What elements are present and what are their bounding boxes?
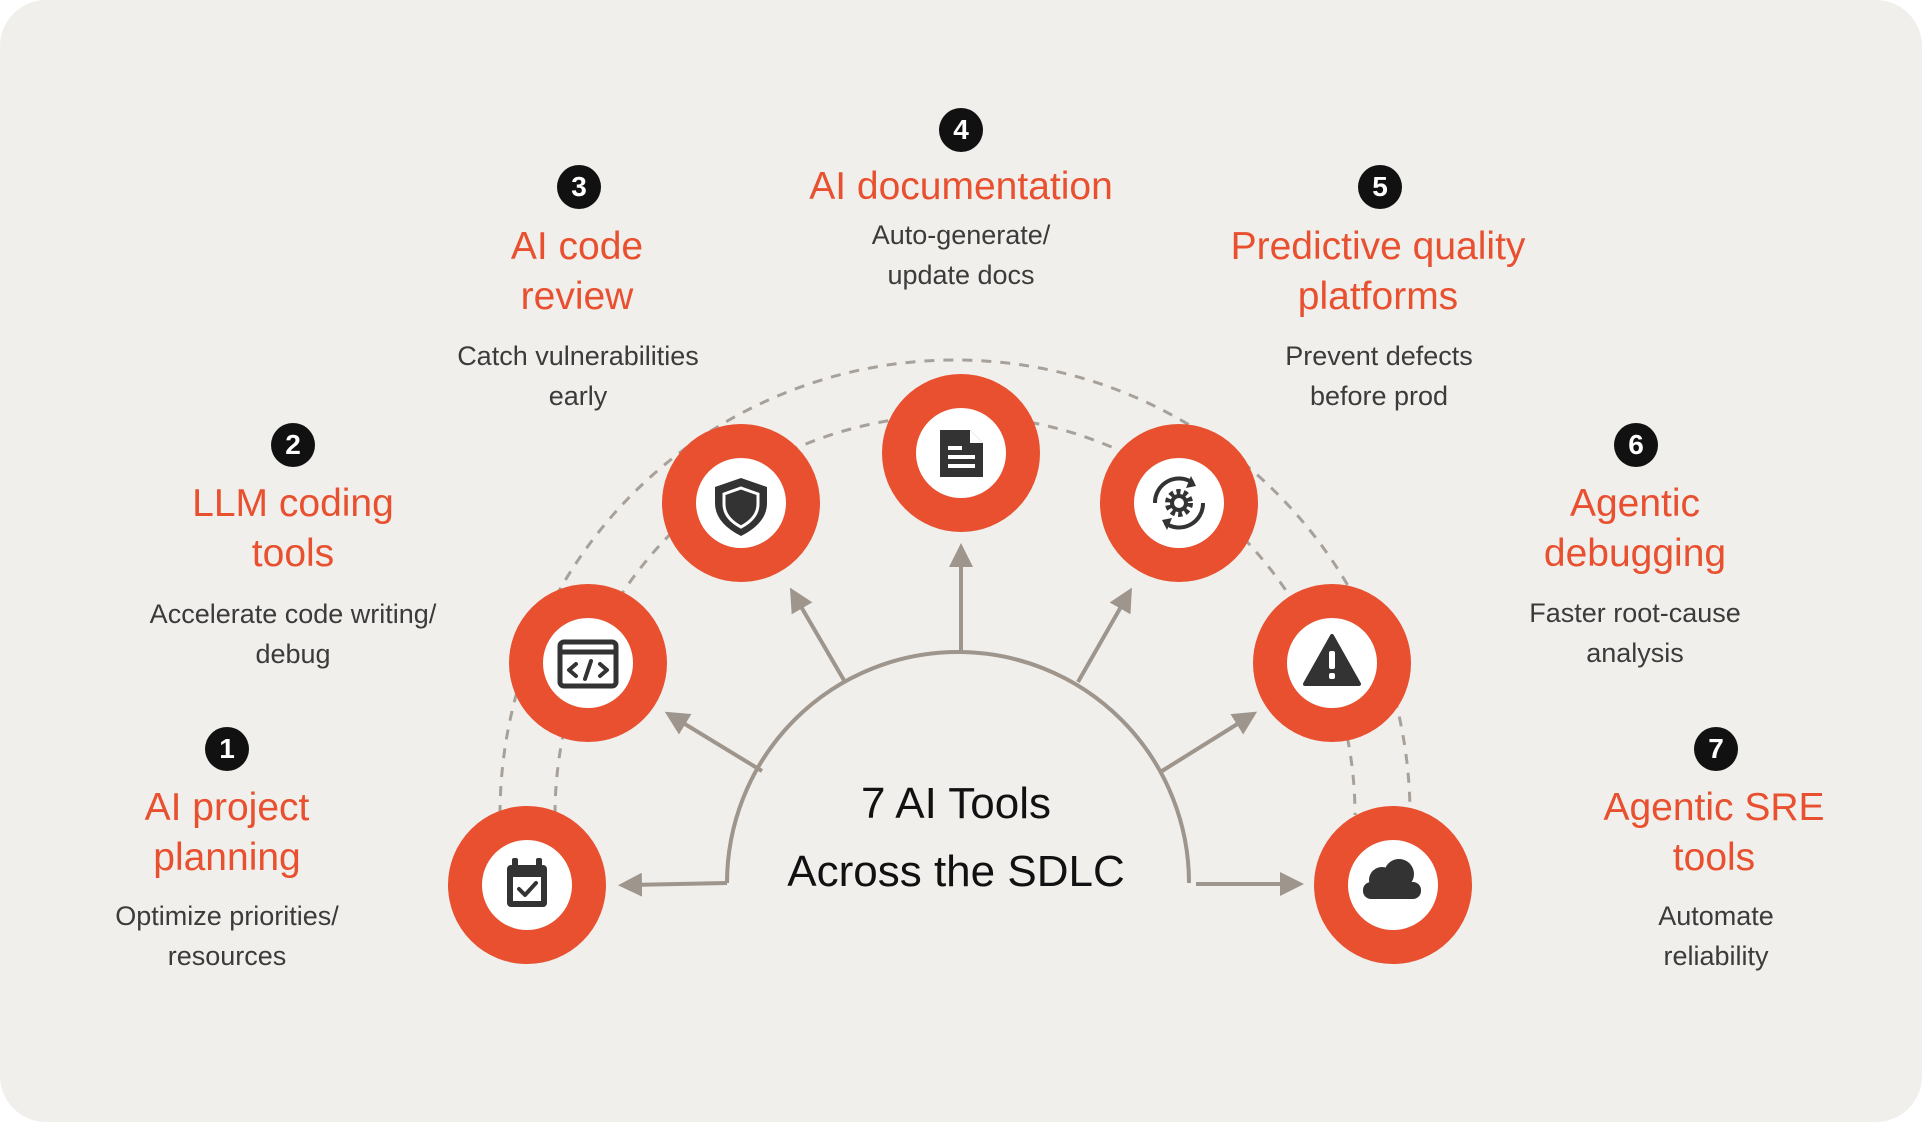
tool-desc-3-line2: early: [548, 381, 608, 411]
cloud-icon: [1363, 859, 1421, 899]
tool-circle-4: [882, 374, 1040, 532]
tool-title-2-line1: LLM coding: [192, 482, 394, 525]
tool-circle-2: [509, 584, 667, 742]
tool-title-3: AI code review: [511, 222, 643, 322]
arrow-to-tool-3: [789, 587, 847, 684]
tool-desc-1-line1: Optimize priorities/: [115, 901, 339, 931]
warning-icon: [1303, 634, 1361, 686]
tool-title-6-line1: Agentic: [1569, 482, 1701, 525]
step-badge-1: 1: [205, 727, 249, 771]
tool-title-1-line1: AI project: [144, 786, 310, 829]
tool-desc-2: Accelerate code writing/ debug: [150, 594, 437, 674]
tool-desc-2-line1: Accelerate code writing/: [149, 599, 437, 629]
tool-title-3-line1: AI code: [510, 225, 644, 268]
tool-title-1-line2: planning: [153, 836, 301, 879]
tool-circle-3: [662, 424, 820, 582]
tool-circle-5: [1100, 424, 1258, 582]
tool-title-7: Agentic SRE tools: [1603, 783, 1824, 883]
tool-desc-4: Auto-generate/ update docs: [872, 215, 1051, 295]
tool-desc-3: Catch vulnerabilities early: [457, 336, 699, 416]
gear-cycle-icon: [1152, 476, 1206, 530]
tool-title-5-line1: Predictive quality: [1230, 225, 1526, 268]
arrow-to-tool-6: [1160, 711, 1258, 773]
tool-desc-6-line2: analysis: [1586, 638, 1684, 668]
arrow-to-tool-5: [1076, 587, 1132, 683]
tool-desc-1-line2: resources: [167, 941, 287, 971]
center-title-line2: Across the SDLC: [787, 847, 1125, 896]
tool-desc-7-line1: Automate: [1658, 901, 1774, 931]
arrow-to-tool-2: [664, 711, 764, 773]
tool-title-7-line2: tools: [1672, 836, 1756, 879]
step-badge-2: 2: [271, 423, 315, 467]
step-badge-7: 7: [1694, 727, 1738, 771]
tool-title-3-line2: review: [520, 275, 634, 318]
tool-desc-1: Optimize priorities/ resources: [115, 896, 339, 976]
document-icon: [940, 430, 983, 477]
tool-title-4: AI documentation: [809, 162, 1113, 212]
center-title: 7 AI Tools Across the SDLC: [787, 770, 1124, 906]
tool-title-7-line1: Agentic SRE: [1603, 786, 1825, 829]
tool-desc-4-line1: Auto-generate/: [871, 220, 1051, 250]
step-badge-4: 4: [939, 108, 983, 152]
tool-circle-1: [448, 806, 606, 964]
tool-title-2: LLM coding tools: [192, 479, 394, 579]
tool-desc-6-line1: Faster root-cause: [1529, 598, 1741, 628]
center-arch: [725, 650, 1191, 884]
tool-desc-2-line2: debug: [255, 639, 331, 669]
tool-desc-3-line1: Catch vulnerabilities: [457, 341, 699, 371]
tool-desc-5: Prevent defects before prod: [1285, 336, 1473, 416]
tool-desc-4-line2: update docs: [887, 260, 1035, 290]
tool-title-1: AI project planning: [145, 783, 310, 883]
tool-title-2-line2: tools: [251, 532, 335, 575]
center-title-line1: 7 AI Tools: [861, 779, 1051, 828]
tool-title-6-line2: debugging: [1543, 532, 1727, 575]
tool-title-4-line1: AI documentation: [809, 165, 1113, 208]
shield-icon: [715, 478, 767, 536]
arrow-to-tool-1: [618, 872, 728, 897]
tool-desc-7: Automate reliability: [1658, 896, 1774, 976]
calendar-check-icon: [507, 858, 547, 907]
tool-title-5: Predictive quality platforms: [1231, 222, 1526, 322]
step-badge-5: 5: [1358, 165, 1402, 209]
tool-desc-5-line2: before prod: [1309, 381, 1449, 411]
tool-desc-5-line1: Prevent defects: [1285, 341, 1473, 371]
tool-desc-7-line2: reliability: [1663, 941, 1769, 971]
tool-circle-7: [1314, 806, 1472, 964]
tool-desc-6: Faster root-cause analysis: [1529, 593, 1741, 673]
step-badge-6: 6: [1614, 423, 1658, 467]
code-window-icon: [557, 639, 619, 689]
tool-title-6: Agentic debugging: [1544, 479, 1726, 579]
step-badge-3: 3: [557, 165, 601, 209]
tool-circle-6: [1253, 584, 1411, 742]
tool-title-5-line2: platforms: [1297, 275, 1459, 318]
